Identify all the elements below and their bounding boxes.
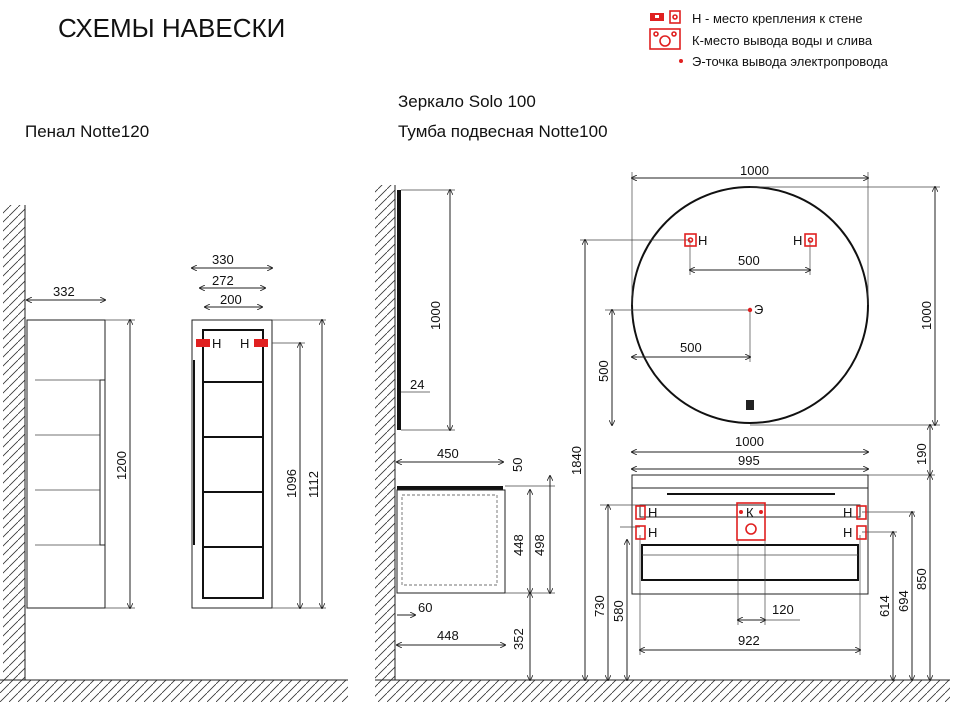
- dim-498: 498: [532, 534, 547, 556]
- dim-1112: 1112: [306, 471, 321, 498]
- dim-mirror-height: 1000: [919, 301, 934, 330]
- mount-label: Н: [648, 505, 657, 520]
- dim-190: 190: [914, 443, 929, 465]
- dim-penal-depth: 332: [53, 284, 75, 299]
- dim-120: 120: [772, 602, 794, 617]
- dim-60: 60: [418, 600, 432, 615]
- dim-mirror-width: 1000: [740, 163, 769, 178]
- dim-penal-inner: 272: [212, 273, 234, 288]
- mount-label: Н: [843, 505, 852, 520]
- mount-point-icon: [684, 233, 697, 247]
- penal-front-view: [192, 268, 326, 608]
- dim-penal-width: 330: [212, 252, 234, 267]
- dim-mirror-thickness: 24: [410, 377, 424, 392]
- dim-penal-mount: 200: [220, 292, 242, 307]
- mount-label: Н: [240, 336, 249, 351]
- mount-label: Н: [793, 233, 802, 248]
- dim-electric-x: 500: [680, 340, 702, 355]
- water-label: К: [746, 505, 754, 520]
- penal-side-view: [27, 300, 135, 608]
- mirror-front-view: [580, 172, 940, 680]
- legend: Н - место крепления к стене К-место выво…: [649, 10, 889, 69]
- dim-50: 50: [510, 458, 525, 472]
- cabinet-front-view: [600, 425, 935, 680]
- dim-cabinet-width: 1000: [735, 434, 764, 449]
- dim-1840: 1840: [569, 446, 584, 475]
- dim-450: 450: [437, 446, 459, 461]
- dim-1096: 1096: [284, 469, 299, 498]
- dim-614: 614: [877, 595, 892, 617]
- walls-floor: [0, 185, 950, 702]
- dim-995: 995: [738, 453, 760, 468]
- mirror-cabinet-side-view: [397, 190, 555, 680]
- mount-point-icon: [635, 505, 867, 540]
- dim-694: 694: [896, 590, 911, 612]
- water-legend-icon: [649, 28, 681, 50]
- mount-label: Н: [698, 233, 707, 248]
- dim-850: 850: [914, 568, 929, 590]
- electric-point-icon: [747, 307, 753, 313]
- dim-mirror-side: 1000: [428, 301, 443, 330]
- dim-electric-y: 500: [596, 360, 611, 382]
- dim-730: 730: [592, 595, 607, 617]
- dim-352: 352: [511, 628, 526, 650]
- cabinet-title: Тумба подвесная Notte100: [398, 122, 608, 141]
- mount-point-icon: [254, 339, 268, 347]
- mount-label: Н: [843, 525, 852, 540]
- legend-electric-text: Э-точка вывода электропровода: [692, 54, 889, 69]
- dim-penal-height: 1200: [114, 451, 129, 480]
- mount-point-icon: [804, 233, 817, 247]
- page-title: СХЕМЫ НАВЕСКИ: [58, 13, 285, 43]
- dim-448-h: 448: [437, 628, 459, 643]
- dim-mirror-mount: 500: [738, 253, 760, 268]
- dim-922: 922: [738, 633, 760, 648]
- mirror-title: Зеркало Solo 100: [398, 92, 536, 111]
- mount-label: Н: [648, 525, 657, 540]
- legend-water-text: К-место вывода воды и слива: [692, 33, 873, 48]
- dim-448-v: 448: [511, 534, 526, 556]
- dim-580: 580: [611, 600, 626, 622]
- legend-mount-text: Н - место крепления к стене: [692, 11, 863, 26]
- mount-label: Н: [212, 336, 221, 351]
- water-outlet-icon: [736, 502, 766, 541]
- electric-legend-icon: [679, 59, 683, 63]
- mount-legend-icon: [650, 10, 681, 24]
- electric-label: Э: [754, 302, 763, 317]
- mount-point-icon: [196, 339, 210, 347]
- penal-title: Пенал Notte120: [25, 122, 149, 141]
